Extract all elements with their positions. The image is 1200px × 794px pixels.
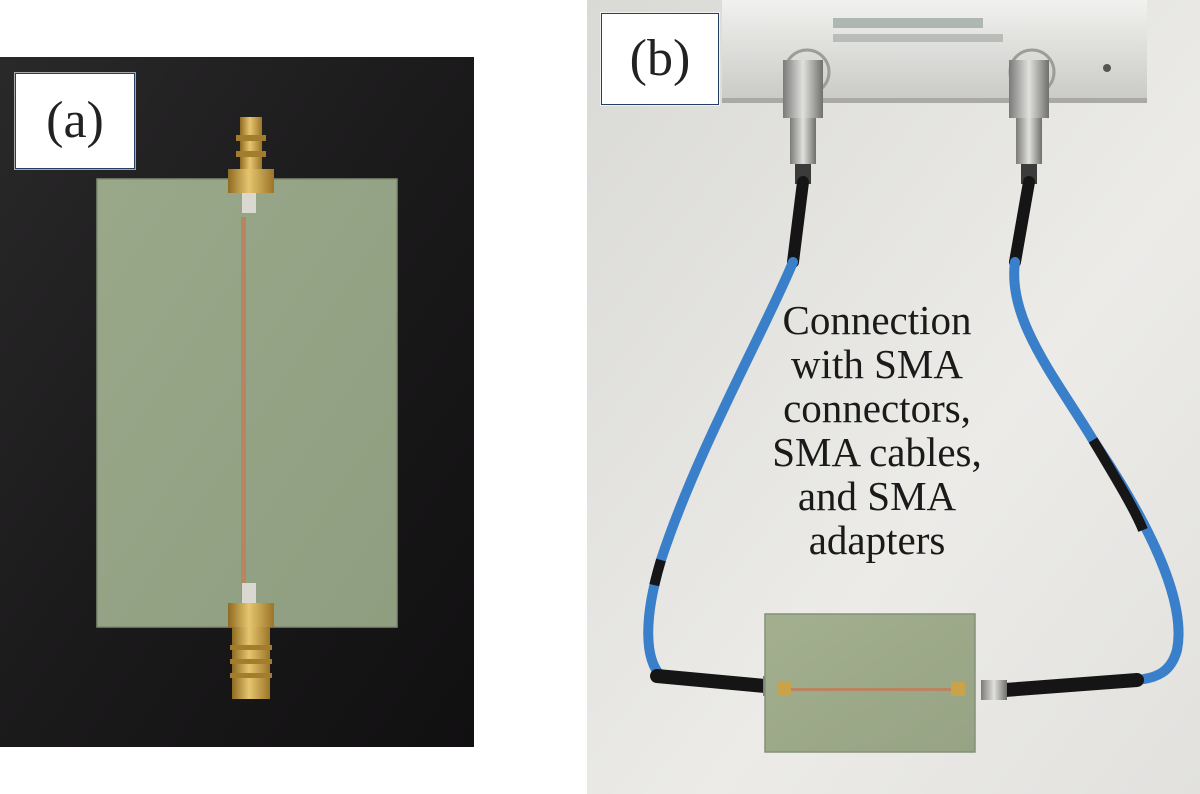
left-port-adapter	[783, 60, 823, 184]
caption-line: adapters	[808, 517, 946, 563]
panel-b-photo: (b) Connection with SMA connectors, SMA …	[587, 0, 1200, 794]
microstrip-line	[241, 217, 246, 599]
left-cable-sleeve	[650, 669, 772, 693]
right-cable-sleeve	[998, 673, 1144, 697]
fr4-substrate	[97, 179, 397, 627]
top-sma-connector	[228, 117, 274, 213]
setup-caption: Connection with SMA connectors, SMA cabl…	[717, 298, 1037, 562]
caption-line: connectors,	[783, 385, 971, 431]
measurement-setup-photo	[587, 0, 1200, 794]
bottom-sma-connector	[228, 583, 274, 699]
caption-line: SMA cables,	[772, 429, 982, 475]
caption-line: with SMA	[790, 341, 963, 387]
board-microstrip-line	[783, 688, 963, 691]
board-under-test	[764, 613, 976, 753]
right-cable-boot	[1009, 176, 1035, 268]
left-cable-boot	[787, 176, 809, 268]
microstrip-board-photo	[0, 57, 474, 747]
panel-a-label: (a)	[15, 73, 135, 169]
caption-line: Connection	[782, 297, 972, 343]
panel-a-photo: (a)	[0, 57, 474, 747]
caption-line: and SMA	[797, 473, 957, 519]
panel-b-label: (b)	[601, 13, 719, 105]
left-blue-cable	[643, 257, 798, 681]
